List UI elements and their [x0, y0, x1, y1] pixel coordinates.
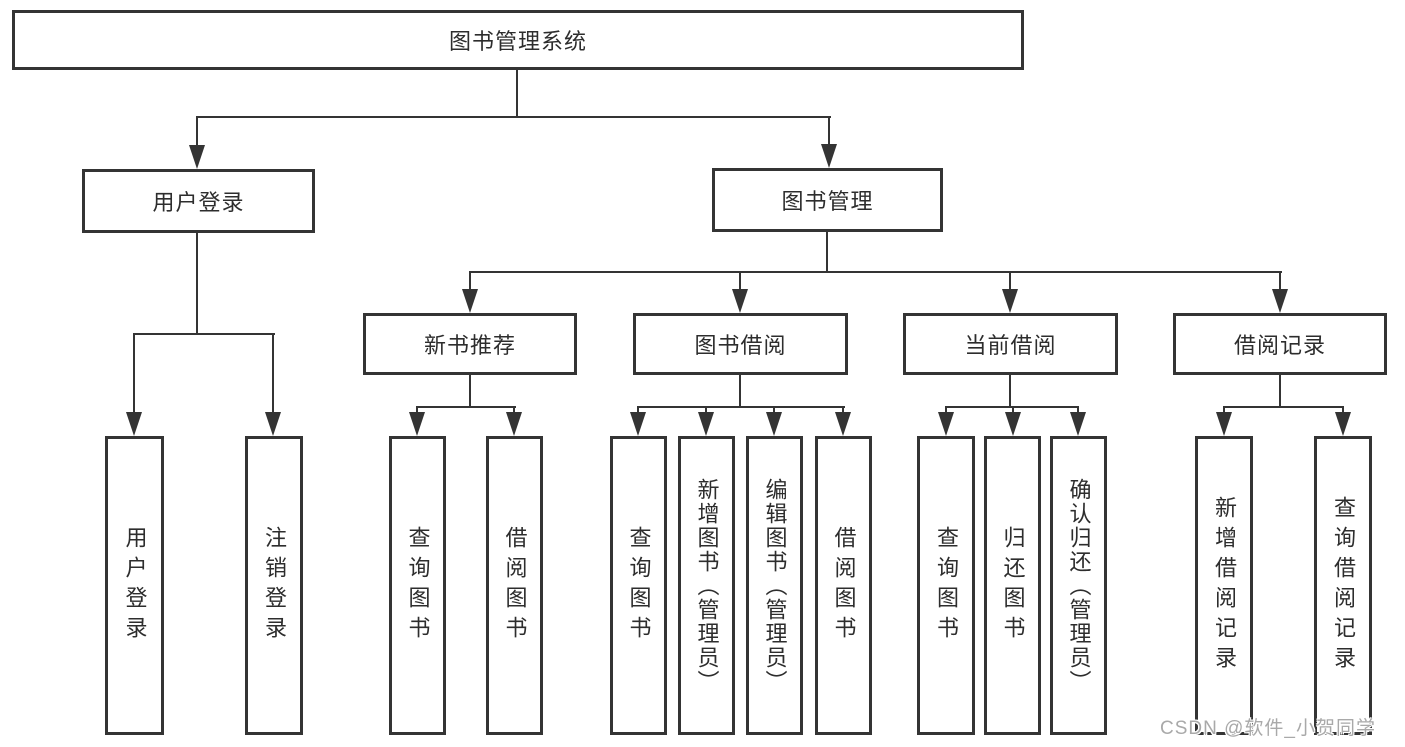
connector-stem — [945, 406, 947, 416]
connector-root-bus — [197, 116, 831, 118]
node-current-borrow: 当前借阅 — [903, 313, 1118, 375]
connector-stem — [1077, 406, 1079, 416]
connector-stem — [637, 406, 639, 416]
arrowhead-down — [506, 412, 522, 436]
connector-stem — [133, 333, 135, 414]
connector-stem — [1279, 271, 1281, 291]
leaf-borrow-query-book: 查询图书 — [610, 436, 667, 735]
leaf-logout: 注销登录 — [245, 436, 303, 735]
connector-bus — [1223, 406, 1344, 408]
connector-stem — [1279, 375, 1281, 408]
arrowhead-down — [766, 412, 782, 436]
connector-stem — [1009, 375, 1011, 408]
node-book-borrow: 图书借阅 — [633, 313, 848, 375]
arrowhead-down — [1335, 412, 1351, 436]
arrowhead-down — [126, 412, 142, 436]
node-borrow-records: 借阅记录 — [1173, 313, 1387, 375]
arrowhead-down — [265, 412, 281, 436]
connector-stem — [196, 233, 198, 335]
csdn-watermark: CSDN @软件_小贺同学 — [1160, 718, 1376, 739]
connector-stem — [1223, 406, 1225, 416]
leaf-records-add-record: 新增借阅记录 — [1195, 436, 1253, 735]
node-root: 图书管理系统 — [12, 10, 1024, 70]
node-user-login: 用户登录 — [82, 169, 315, 233]
arrowhead-down — [630, 412, 646, 436]
connector-stem — [469, 375, 471, 408]
leaf-borrow-add-book-admin: 新增图书（管理员） — [678, 436, 735, 735]
leaf-current-query-book: 查询图书 — [917, 436, 975, 735]
arrowhead-down — [938, 412, 954, 436]
connector-stem — [842, 406, 844, 416]
arrowhead-down — [1002, 289, 1018, 313]
connector-stem — [826, 232, 828, 273]
connector-stem — [705, 406, 707, 416]
arrowhead-down — [835, 412, 851, 436]
arrowhead-down — [732, 289, 748, 313]
arrowhead-down — [462, 289, 478, 313]
connector-stem — [513, 406, 515, 416]
connector-stem — [828, 116, 830, 145]
arrowhead-down — [821, 144, 837, 168]
node-book-management: 图书管理 — [712, 168, 943, 232]
leaf-current-return-book: 归还图书 — [984, 436, 1041, 735]
node-new-book-recommend: 新书推荐 — [363, 313, 577, 375]
arrowhead-down — [189, 145, 205, 169]
leaf-user-login: 用户登录 — [105, 436, 164, 735]
leaf-recommend-borrow-book: 借阅图书 — [486, 436, 543, 735]
connector-stem — [272, 333, 274, 414]
connector-stem — [469, 271, 471, 291]
connector-stem — [739, 271, 741, 291]
connector-bus — [133, 333, 275, 335]
leaf-borrow-borrow-book: 借阅图书 — [815, 436, 872, 735]
connector-stem — [416, 406, 418, 416]
arrowhead-down — [1272, 289, 1288, 313]
connector-bus — [637, 406, 845, 408]
connector-stem — [1009, 271, 1011, 291]
leaf-borrow-edit-book-admin: 编辑图书（管理员） — [746, 436, 803, 735]
arrowhead-down — [1005, 412, 1021, 436]
connector-stem — [1342, 406, 1344, 416]
connector-bus — [417, 406, 516, 408]
leaf-records-query-record: 查询借阅记录 — [1314, 436, 1372, 735]
connector-stem — [773, 406, 775, 416]
leaf-recommend-query-book: 查询图书 — [389, 436, 446, 735]
leaf-current-confirm-return-admin: 确认归还（管理员） — [1050, 436, 1107, 735]
arrowhead-down — [698, 412, 714, 436]
arrowhead-down — [1070, 412, 1086, 436]
arrowhead-down — [1216, 412, 1232, 436]
connector-stem — [196, 116, 198, 146]
arrowhead-down — [409, 412, 425, 436]
connector-stem — [739, 375, 741, 408]
connector-bus — [469, 271, 1282, 273]
connector-root-stem — [516, 68, 518, 118]
connector-stem — [1012, 406, 1014, 416]
